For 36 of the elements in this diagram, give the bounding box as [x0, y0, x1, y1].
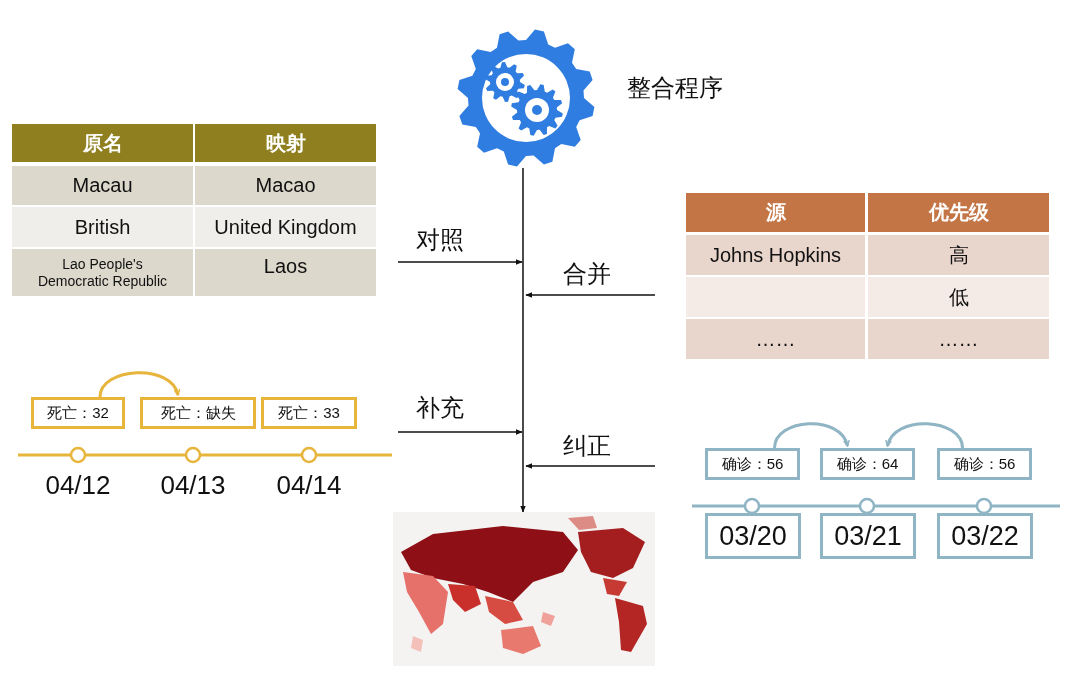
count-box: 确诊：56	[937, 448, 1032, 480]
count-box: 死亡：缺失	[140, 397, 256, 429]
gear-caption: 整合程序	[627, 73, 723, 103]
table-header-cell: 映射	[195, 124, 376, 162]
table-cell: ……	[686, 319, 865, 359]
arrow-label: 补充	[416, 393, 465, 424]
date-label: 04/14	[275, 469, 343, 503]
table-cell: Laos	[195, 249, 376, 296]
table-header-cell: 优先级	[868, 193, 1049, 232]
table-cell: Macau	[12, 166, 193, 205]
curved-arrow	[886, 422, 964, 449]
table-header-cell: 原名	[12, 124, 193, 162]
arrow-label: 纠正	[563, 431, 612, 462]
table-cell: 高	[868, 235, 1049, 275]
arrow-label: 合并	[563, 259, 612, 290]
arrow	[520, 167, 526, 513]
table-cell: United Kingdom	[195, 207, 376, 247]
arrow-label: 对照	[416, 225, 465, 256]
count-box: 确诊：64	[820, 448, 915, 480]
curved-arrow	[773, 422, 849, 449]
count-box: 确诊：56	[705, 448, 800, 480]
date-box: 03/20	[705, 513, 801, 559]
table-header-cell: 源	[686, 193, 865, 232]
date-label: 04/12	[44, 469, 112, 503]
date-label: 04/13	[159, 469, 227, 503]
table-cell: ……	[868, 319, 1049, 359]
count-box: 死亡：33	[261, 397, 357, 429]
count-box: 死亡：32	[31, 397, 125, 429]
table-cell: British	[12, 207, 193, 247]
date-box: 03/22	[937, 513, 1033, 559]
table-cell: 低	[868, 277, 1049, 317]
table-cell: Lao People's Democratic Republic	[12, 249, 193, 296]
table-cell: Johns Hopkins	[686, 235, 865, 275]
table-cell: Macao	[195, 166, 376, 205]
curved-arrow	[98, 371, 180, 398]
date-box: 03/21	[820, 513, 916, 559]
